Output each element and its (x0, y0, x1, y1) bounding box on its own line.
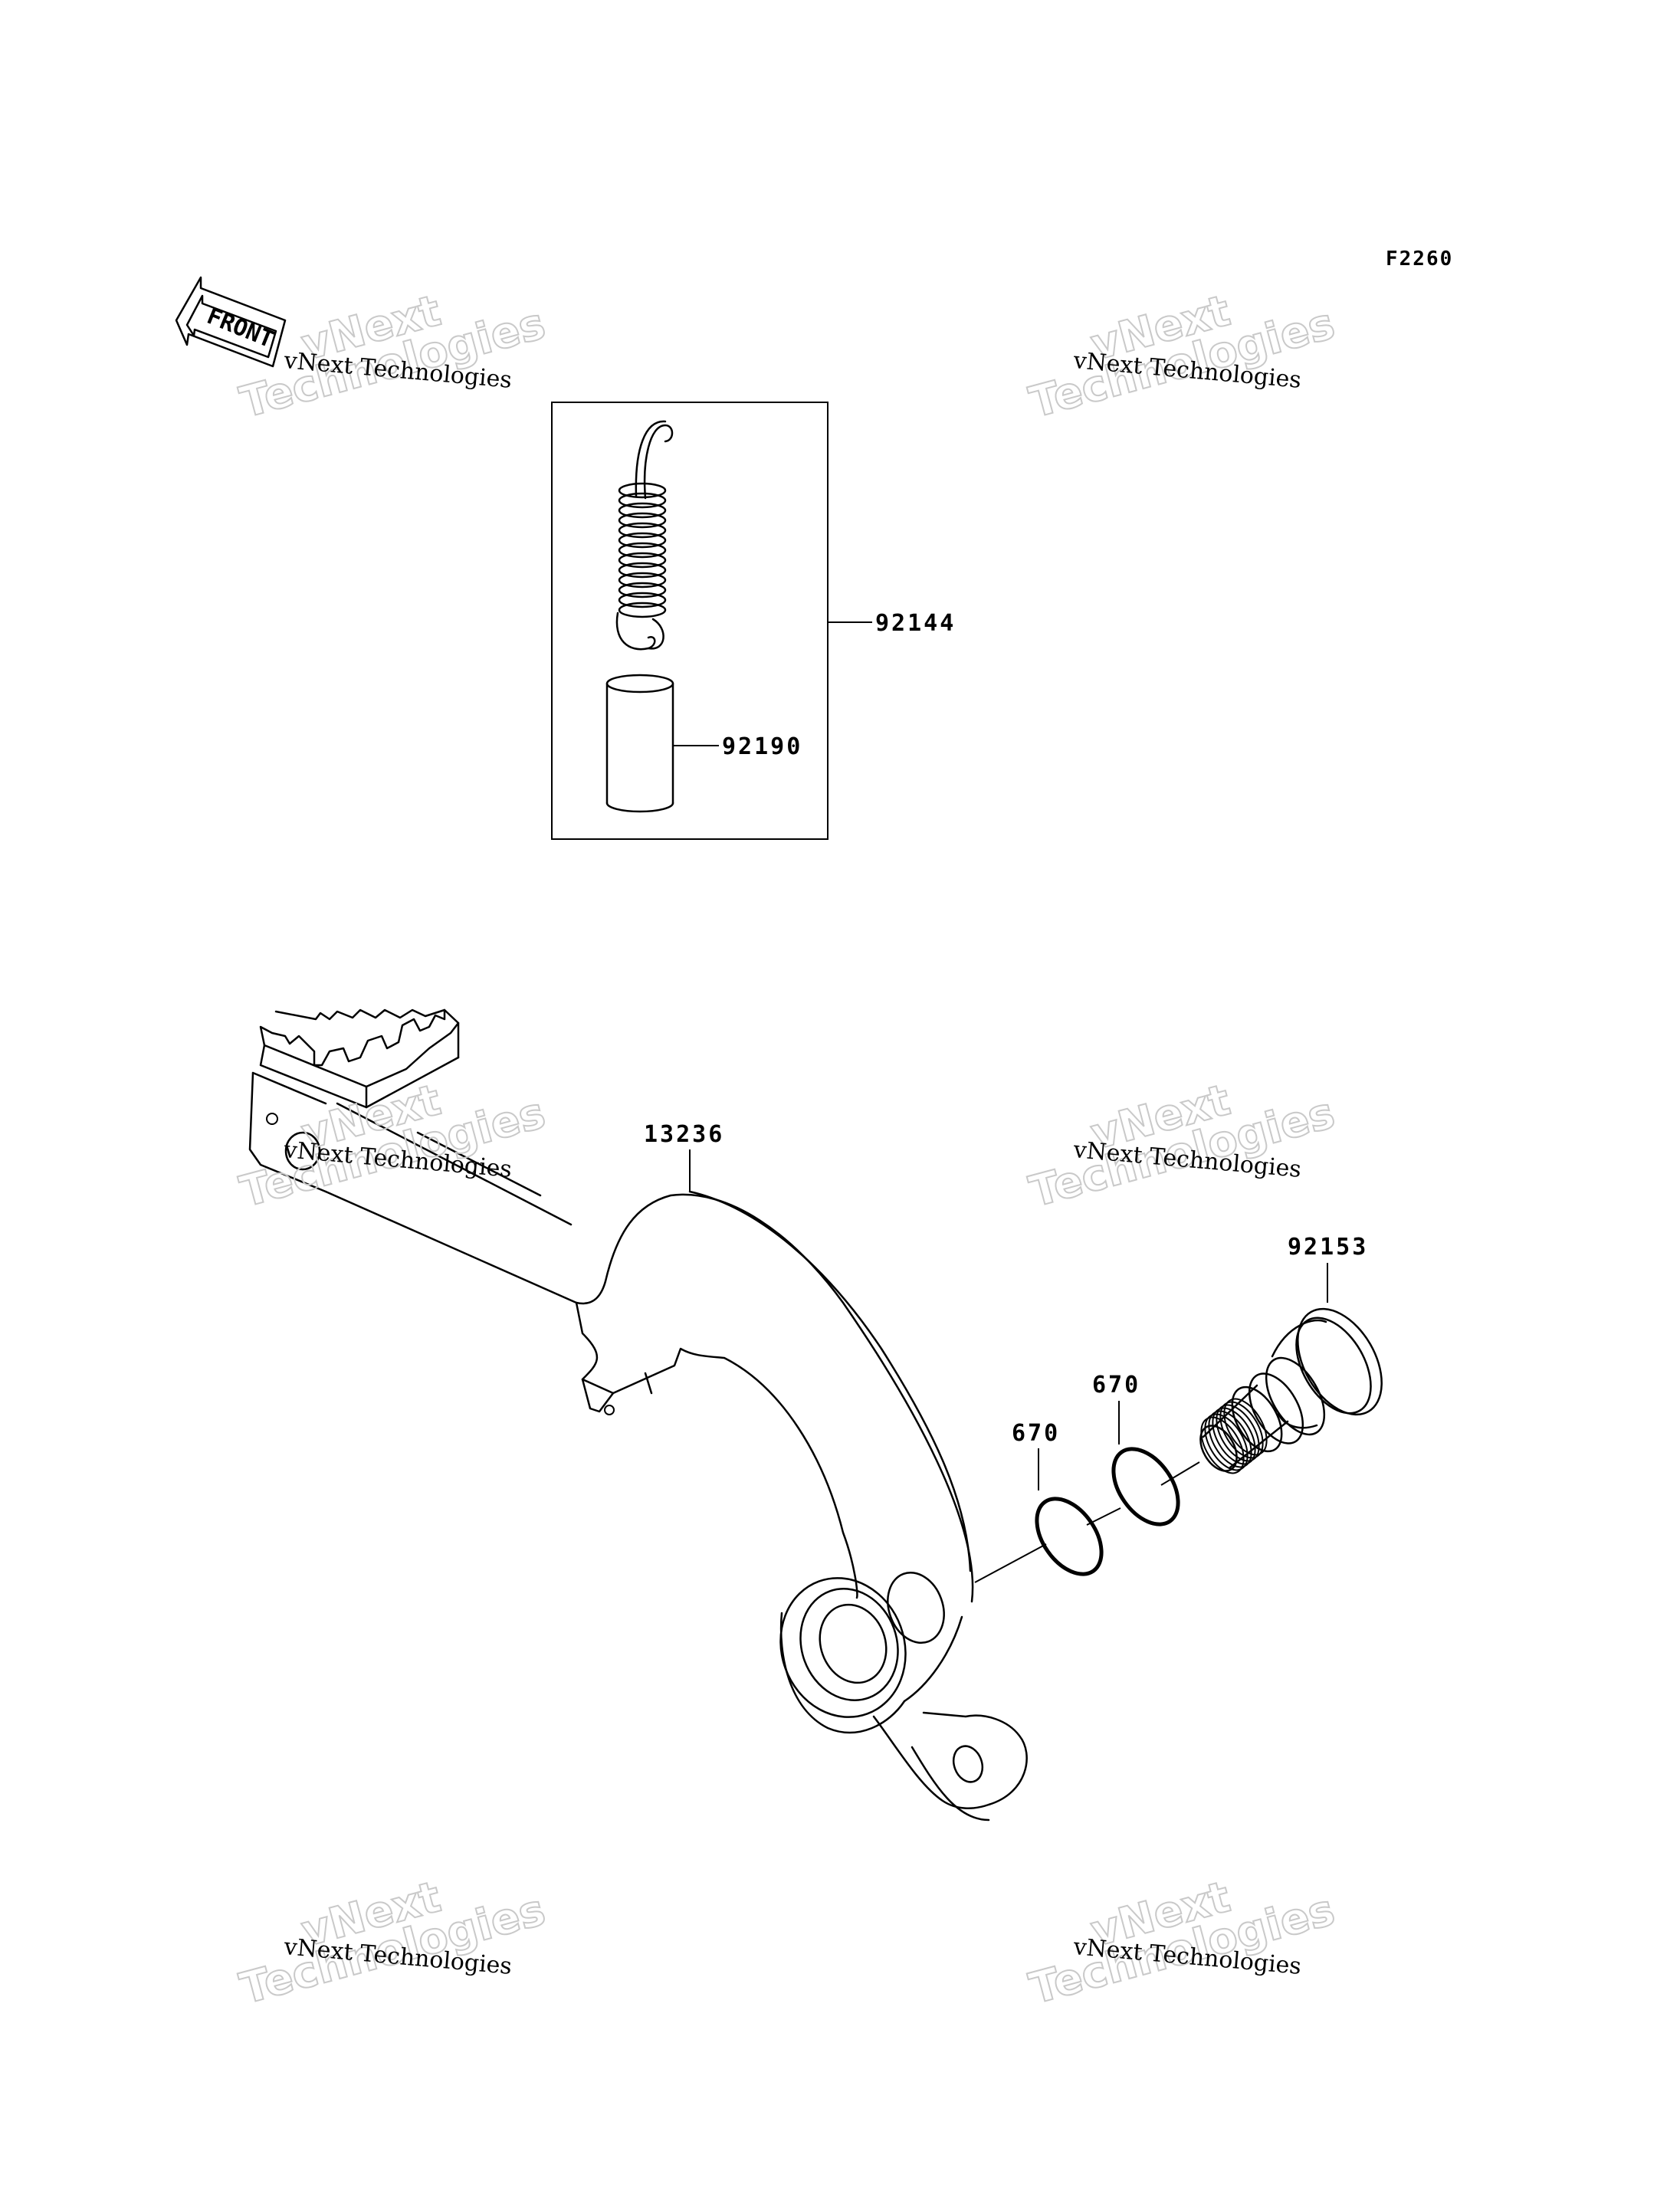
kit-box (551, 402, 829, 840)
o-ring-left-icon (1035, 1497, 1104, 1576)
spring-coil (618, 582, 667, 598)
collar-icon (605, 674, 674, 813)
spring-coil (618, 562, 667, 579)
part-number-92153: 92153 (1288, 1234, 1368, 1261)
bolt-thread (1200, 1416, 1245, 1474)
part-number-92144: 92144 (875, 610, 956, 637)
spring-coil (618, 522, 667, 539)
axis-line-1 (974, 1543, 1047, 1583)
front-arrow-icon: FRONT (175, 276, 287, 368)
part-number-92190: 92190 (722, 733, 802, 760)
spring-coil (618, 592, 667, 608)
part-number-670-left: 670 (1012, 1420, 1060, 1447)
spring-coil (618, 482, 667, 499)
part-number-670-right: 670 (1092, 1372, 1140, 1399)
spring-coil (618, 502, 667, 519)
spring-coil (618, 542, 667, 559)
diagram-code: F2260 (1386, 248, 1453, 271)
spring-icon (615, 420, 674, 651)
bolt-icon (1199, 1307, 1383, 1474)
spring-coil (618, 552, 667, 569)
spring-coil (618, 532, 667, 549)
spring-coil (618, 572, 667, 589)
spring-coil (618, 492, 667, 509)
brake-pedal-icon (248, 1008, 1028, 1822)
axis-line-3 (1160, 1461, 1200, 1486)
part-number-13236: 13236 (644, 1121, 724, 1148)
o-ring-right-icon (1111, 1447, 1180, 1526)
spring-coil (618, 512, 667, 529)
spring-coil (618, 602, 667, 618)
